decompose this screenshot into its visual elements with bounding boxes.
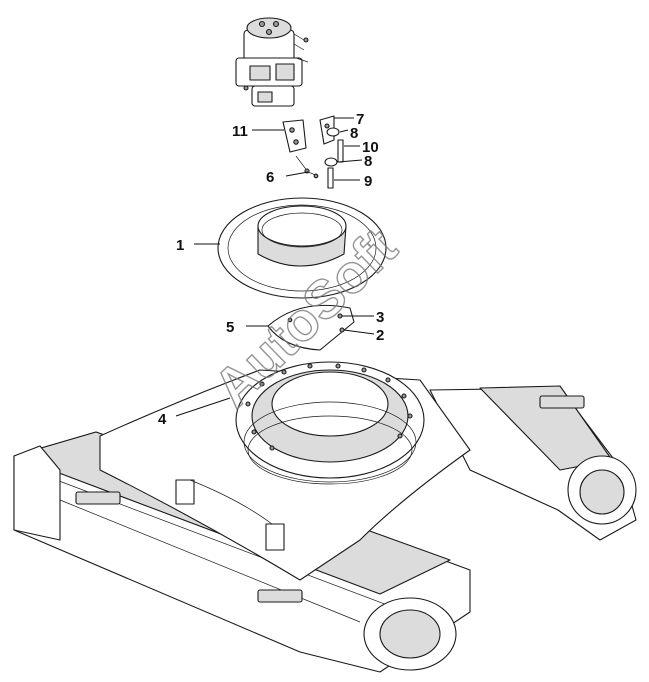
pin-long — [337, 139, 344, 163]
callout-8-upper: 8 — [350, 125, 358, 142]
callout-3: 3 — [376, 309, 384, 326]
callout-7: 7 — [356, 111, 364, 128]
swivel-joint — [235, 17, 309, 107]
undercarriage-frame — [13, 361, 637, 673]
callout-9: 9 — [364, 173, 372, 190]
ring-bolt-holes — [245, 363, 413, 451]
washer-upper — [326, 127, 340, 137]
plate — [319, 115, 335, 145]
callout-2: 2 — [376, 327, 384, 344]
callout-labels: 1 2 3 4 5 6 7 8 8 9 10 11 — [158, 111, 384, 428]
slewing-bearing-ring — [217, 197, 387, 299]
bracket — [282, 119, 307, 153]
callout-1: 1 — [176, 237, 184, 254]
callout-11: 11 — [232, 123, 248, 140]
callout-8-lower: 8 — [364, 153, 372, 170]
bolt-small — [339, 327, 345, 333]
pin — [327, 167, 334, 189]
callout-5: 5 — [226, 319, 234, 336]
bolt — [295, 155, 319, 179]
leader-lines — [175, 117, 375, 417]
washer-lower — [324, 157, 338, 167]
callout-4: 4 — [158, 411, 167, 428]
callout-10: 10 — [362, 139, 379, 156]
callout-6: 6 — [266, 169, 274, 186]
